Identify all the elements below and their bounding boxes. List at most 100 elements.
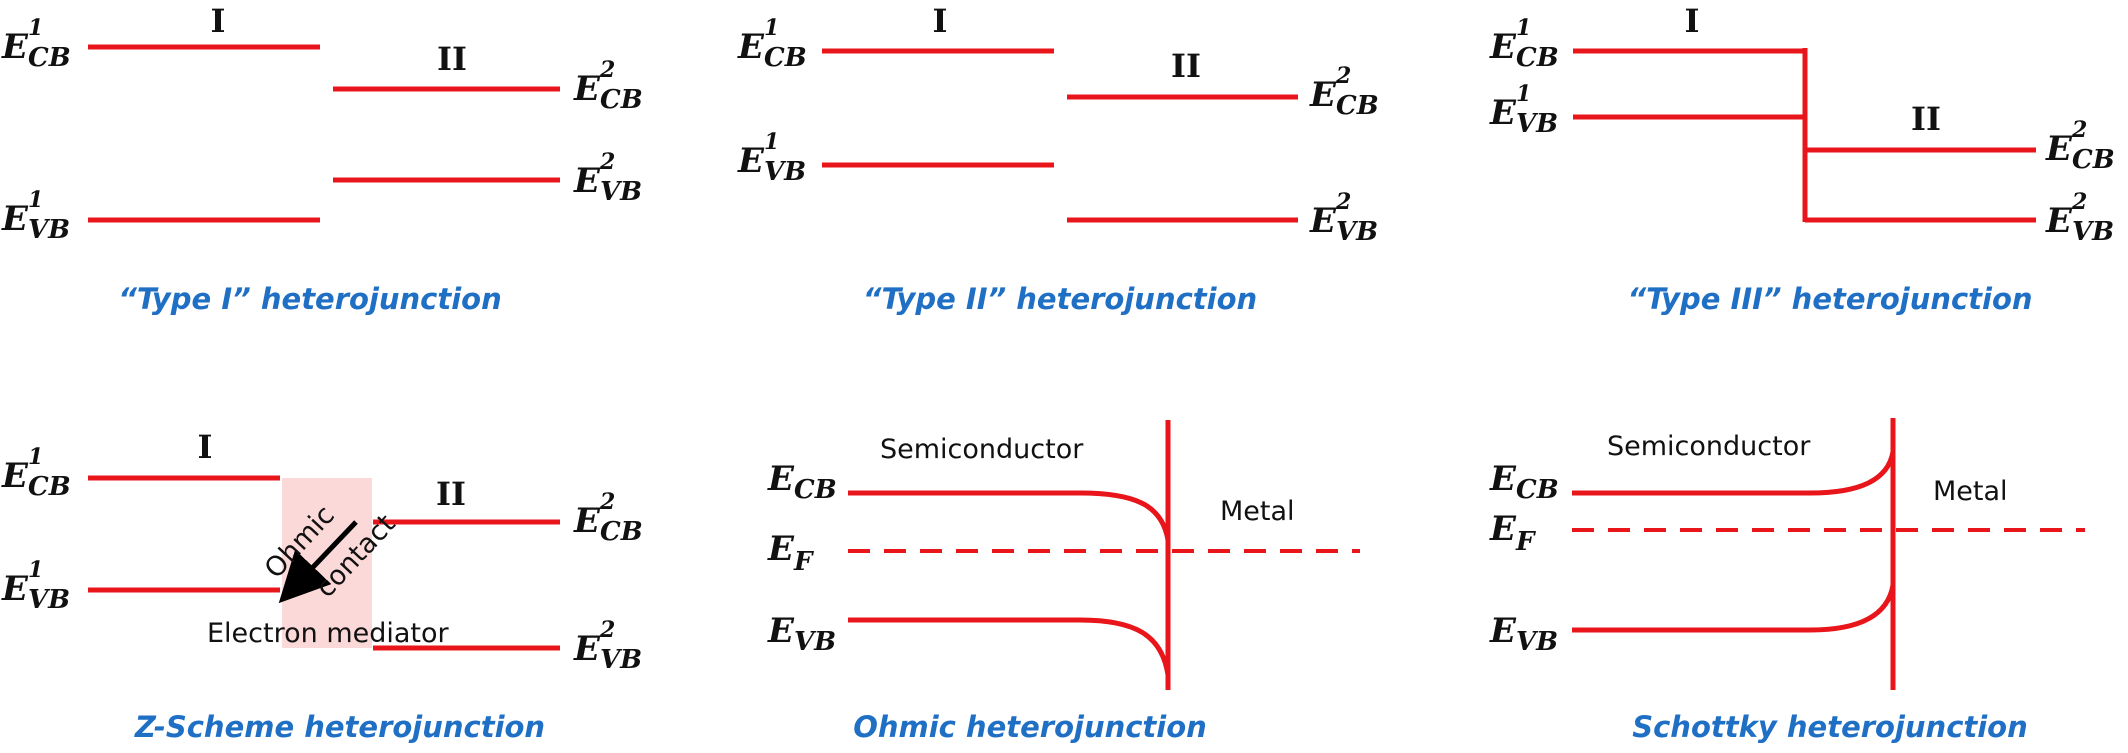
svg-text:CB: CB: [1516, 475, 1559, 505]
svg-text:E: E: [1, 569, 29, 609]
svg-text:E: E: [737, 141, 765, 181]
svg-text:E: E: [573, 501, 601, 541]
vb-bent-band: [848, 617, 1171, 676]
label-e-cb-1: E 1 CB: [737, 15, 807, 73]
region-label-ii: II: [437, 40, 467, 78]
svg-text:E: E: [573, 629, 601, 669]
svg-text:E: E: [1, 456, 29, 496]
svg-text:1: 1: [28, 444, 43, 470]
panel-type-2: I II E 1 CB E 1 VB E 2 CB E 2 VB “Type I…: [737, 2, 1379, 316]
svg-text:E: E: [1489, 611, 1517, 651]
label-e-f: E F: [1489, 509, 1536, 557]
svg-text:2: 2: [2071, 189, 2087, 215]
svg-text:E: E: [1309, 75, 1337, 115]
metal-label: Metal: [1220, 496, 1295, 527]
electron-mediator-label: Electron mediator: [207, 618, 450, 649]
label-e-cb-1: E 1 CB: [1, 444, 71, 502]
svg-text:E: E: [1489, 509, 1517, 549]
svg-text:CB: CB: [600, 517, 643, 547]
svg-text:E: E: [1489, 459, 1517, 499]
svg-text:2: 2: [1335, 189, 1351, 215]
svg-text:1: 1: [28, 557, 43, 583]
label-e-vb-2: E 2 VB: [573, 149, 642, 207]
label-e-vb-2: E 2 VB: [1309, 189, 1378, 247]
caption-type-3: “Type III” heterojunction: [1627, 282, 2032, 316]
region-label-i: I: [1685, 2, 1700, 40]
svg-text:CB: CB: [28, 43, 71, 73]
svg-text:E: E: [1, 199, 29, 239]
svg-text:F: F: [1515, 527, 1536, 557]
semiconductor-label: Semiconductor: [880, 434, 1084, 465]
svg-text:E: E: [573, 69, 601, 109]
label-e-vb-2: E 2 VB: [2045, 189, 2114, 247]
label-e-cb: E CB: [1489, 459, 1559, 505]
electron-transfer-arrow: [278, 520, 358, 604]
svg-text:2: 2: [2071, 117, 2087, 143]
svg-text:1: 1: [764, 129, 779, 155]
label-e-vb: E VB: [1489, 611, 1558, 657]
region-label-ii: II: [1171, 47, 1201, 85]
region-label-ii: II: [436, 475, 466, 513]
label-e-vb: E VB: [767, 611, 836, 657]
svg-text:VB: VB: [600, 177, 642, 207]
label-e-vb-1: E 1 VB: [1489, 81, 1558, 139]
region-label-i: I: [933, 2, 948, 40]
metal-label: Metal: [1933, 476, 2008, 507]
label-e-vb-1: E 1 VB: [1, 557, 70, 615]
svg-text:VB: VB: [1516, 627, 1558, 657]
caption-type-1: “Type I” heterojunction: [118, 282, 502, 316]
caption-type-2: “Type II” heterojunction: [863, 282, 1257, 316]
vb-bent-band: [1572, 584, 1896, 633]
svg-text:E: E: [1489, 27, 1517, 67]
semiconductor-label: Semiconductor: [1607, 431, 1811, 462]
svg-text:CB: CB: [1516, 43, 1559, 73]
region-label-i: I: [211, 2, 226, 40]
svg-text:1: 1: [1516, 15, 1531, 41]
label-e-cb-2: E 2 CB: [2045, 117, 2115, 175]
svg-text:2: 2: [1335, 63, 1351, 89]
label-e-cb-2: E 2 CB: [573, 489, 643, 547]
caption-schottky: Schottky heterojunction: [1632, 710, 2028, 744]
svg-text:E: E: [767, 459, 795, 499]
svg-text:E: E: [2045, 201, 2073, 241]
svg-text:E: E: [2045, 129, 2073, 169]
label-e-vb-1: E 1 VB: [1, 187, 70, 245]
svg-text:CB: CB: [1336, 91, 1379, 121]
region-label-ii: II: [1911, 100, 1941, 138]
svg-text:E: E: [1, 27, 29, 67]
cb-bent-band: [1572, 451, 1896, 496]
region-label-i: I: [198, 428, 213, 466]
label-e-cb-1: E 1 CB: [1, 15, 71, 73]
label-e-cb-1: E 1 CB: [1489, 15, 1559, 73]
svg-text:2: 2: [599, 617, 615, 643]
svg-text:VB: VB: [1336, 217, 1378, 247]
cb-bent-band: [848, 490, 1171, 541]
svg-text:VB: VB: [794, 627, 836, 657]
panel-z-scheme: Ohmic contact Electron mediator I II E 1…: [1, 428, 643, 744]
svg-text:1: 1: [28, 15, 43, 41]
label-e-vb-1: E 1 VB: [737, 129, 806, 187]
svg-text:E: E: [767, 611, 795, 651]
svg-text:2: 2: [599, 57, 615, 83]
svg-text:1: 1: [764, 15, 779, 41]
label-e-cb-2: E 2 CB: [1309, 63, 1379, 121]
svg-text:CB: CB: [764, 43, 807, 73]
svg-text:VB: VB: [28, 585, 70, 615]
label-e-cb-2: E 2 CB: [573, 57, 643, 115]
svg-text:VB: VB: [28, 215, 70, 245]
svg-text:1: 1: [1516, 81, 1531, 107]
svg-text:VB: VB: [764, 157, 806, 187]
caption-ohmic: Ohmic heterojunction: [853, 710, 1207, 744]
panel-ohmic: Semiconductor Metal E CB E F E VB Ohmic …: [767, 420, 1360, 744]
svg-text:VB: VB: [600, 645, 642, 675]
svg-text:E: E: [573, 161, 601, 201]
panel-schottky: Semiconductor Metal E CB E F E VB Schott…: [1489, 418, 2085, 744]
svg-text:E: E: [1489, 93, 1517, 133]
svg-text:2: 2: [599, 489, 615, 515]
svg-text:CB: CB: [2072, 145, 2115, 175]
svg-text:2: 2: [599, 149, 615, 175]
svg-text:CB: CB: [28, 472, 71, 502]
label-e-f: E F: [767, 529, 814, 577]
svg-text:F: F: [793, 547, 814, 577]
